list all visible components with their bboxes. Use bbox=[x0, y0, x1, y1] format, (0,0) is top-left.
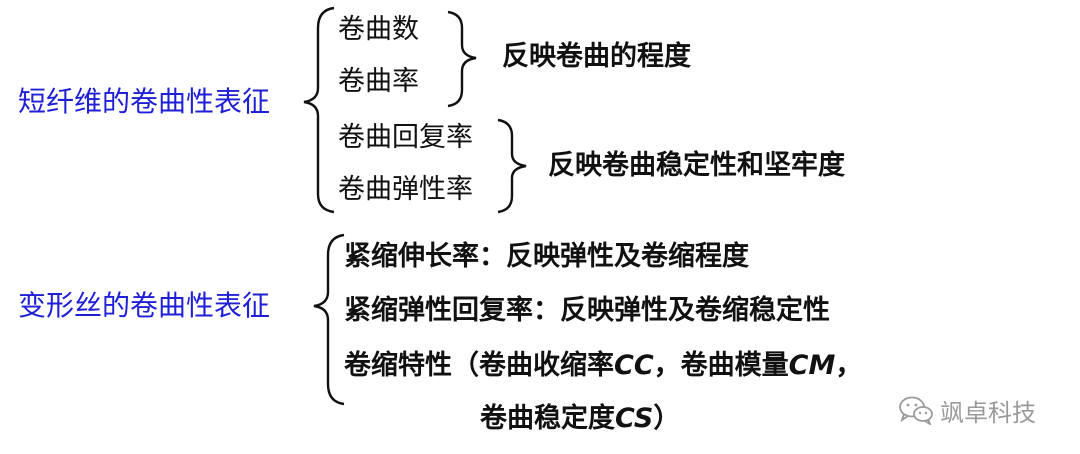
line3-prefix: 卷缩特性（卷曲收缩率 bbox=[344, 350, 614, 381]
line3-suffix: ， bbox=[835, 350, 863, 381]
line4-suffix: ） bbox=[653, 403, 681, 434]
section2-line-4: 卷曲稳定度CS） bbox=[480, 405, 680, 432]
wechat-icon bbox=[899, 396, 933, 425]
group2-item-1: 卷曲回复率 bbox=[338, 122, 473, 153]
group2-brace bbox=[497, 118, 527, 214]
section2-brace bbox=[313, 233, 345, 406]
group1-item-1: 卷曲数 bbox=[338, 14, 419, 45]
line4-abbr-cs: CS bbox=[615, 403, 654, 434]
group1-note: 反映卷曲的程度 bbox=[502, 41, 691, 72]
section2-line-2: 紧缩弹性回复率：反映弹性及卷缩稳定性 bbox=[344, 295, 830, 326]
group1-brace bbox=[447, 10, 477, 108]
group2-note: 反映卷曲稳定性和坚牢度 bbox=[548, 150, 845, 181]
group2-item-2: 卷曲弹性率 bbox=[338, 174, 473, 205]
line3-abbr-cm: CM bbox=[788, 350, 836, 381]
section2-title: 变形丝的卷曲性表征 bbox=[18, 289, 271, 322]
line3-mid: ，卷曲模量 bbox=[653, 350, 789, 381]
section1-brace bbox=[303, 6, 335, 214]
line4-prefix: 卷曲稳定度 bbox=[480, 403, 615, 434]
section2-line-1: 紧缩伸长率：反映弹性及卷缩程度 bbox=[344, 241, 749, 272]
watermark-text: 飒卓科技 bbox=[940, 398, 1036, 427]
watermark: 飒卓科技 bbox=[898, 392, 1036, 428]
section1-title: 短纤维的卷曲性表征 bbox=[18, 85, 271, 118]
line3-abbr-cc: CC bbox=[614, 350, 654, 381]
group1-item-2: 卷曲率 bbox=[338, 66, 419, 97]
section2-line-3: 卷缩特性（卷曲收缩率CC，卷曲模量CM， bbox=[344, 352, 862, 379]
